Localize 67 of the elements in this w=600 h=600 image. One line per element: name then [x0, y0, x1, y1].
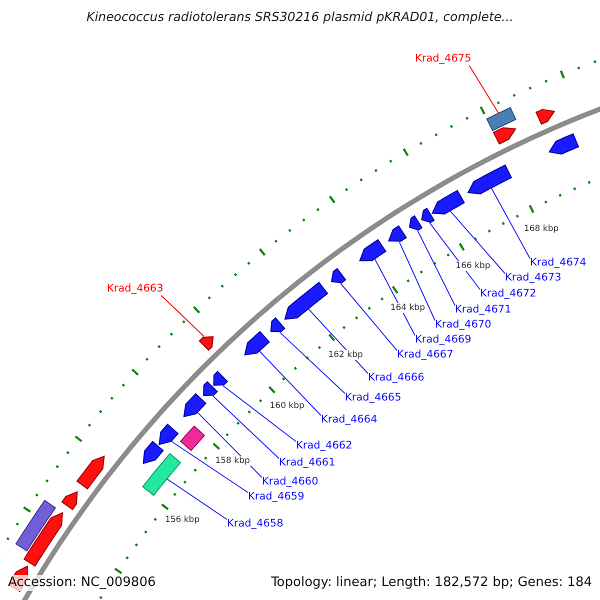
gene-label: Krad_4675	[415, 52, 472, 66]
gene-label: Krad_4667	[397, 348, 454, 362]
gene-label: Krad_4660	[262, 476, 318, 488]
gene-segment	[76, 456, 105, 490]
gene-segment	[158, 424, 179, 446]
gene-segment	[486, 106, 516, 132]
gene-segment	[183, 392, 206, 418]
tick-label: 158 kbp	[214, 456, 251, 466]
tick-label: 168 kbp	[522, 224, 560, 234]
leader-line	[258, 350, 322, 416]
gene-segment	[284, 282, 328, 320]
leader-line	[170, 440, 248, 493]
gene-label: Krad_4666	[368, 372, 424, 384]
gene-segment	[432, 190, 465, 214]
leader-line	[340, 283, 398, 351]
leader-line	[490, 187, 530, 259]
gene-segment	[61, 491, 78, 510]
leader-line	[468, 65, 500, 114]
leader-line	[450, 210, 506, 274]
gene-label: Krad_4674	[530, 256, 586, 270]
gene-label: Krad_4664	[321, 414, 378, 426]
genome-info-text: Topology: linear; Length: 182,572 bp; Genes: 184	[271, 575, 592, 591]
gene-segment	[142, 440, 164, 464]
gene-segment	[198, 336, 214, 351]
gene-segment	[535, 108, 556, 125]
tick-label: 160 kbp	[268, 400, 306, 411]
gene-label: Krad_4671	[455, 304, 512, 316]
tick-label: 164 kbp	[389, 302, 426, 313]
gene-segment	[180, 425, 206, 452]
gene-segment	[213, 370, 228, 386]
accession-text: Accession: NC_009806	[8, 575, 156, 591]
leader-line	[374, 258, 416, 336]
gene-segment	[203, 381, 218, 396]
gene-segment	[408, 215, 423, 231]
gene-segment	[270, 317, 286, 332]
gene-label: Krad_4661	[279, 456, 336, 470]
gene-segment	[15, 500, 56, 552]
tick-label: 162 kbp	[327, 350, 364, 360]
gene-segment	[492, 127, 516, 145]
gene-label: Krad_4672	[480, 288, 536, 300]
leader-line	[398, 242, 436, 321]
gene-label: Krad_4665	[345, 392, 402, 404]
tick-label: 156 kbp	[164, 515, 201, 526]
gene-segment	[244, 330, 270, 356]
leader-line	[160, 295, 205, 337]
gene-label: Krad_4662	[296, 440, 352, 452]
gene-segment	[548, 133, 580, 155]
diagram-title: Kineococcus radiotolerans SRS30216 plasmid pKRAD01, complete...	[86, 9, 514, 24]
leader-line	[222, 385, 296, 442]
gene-segment	[330, 268, 346, 284]
gene-segment	[388, 225, 407, 242]
leader-line	[280, 332, 346, 394]
gene-label: Krad_4658	[227, 518, 284, 530]
tick-label: 166 kbp	[454, 260, 492, 271]
gene-segment	[467, 164, 512, 194]
gene-label: Krad_4670	[435, 318, 492, 332]
gene-label: Krad_4673	[505, 272, 562, 284]
leader-line	[417, 230, 456, 306]
gene-label: Krad_4669	[415, 334, 472, 346]
gene-label: Krad_4663	[107, 282, 164, 296]
leader-line	[212, 395, 280, 459]
gene-segment	[23, 512, 63, 567]
gene-label: Krad_4659	[248, 490, 304, 504]
gene-segment	[421, 208, 435, 223]
gene-segment	[359, 239, 386, 262]
gene-segment	[142, 452, 182, 496]
leader-line	[166, 478, 228, 520]
